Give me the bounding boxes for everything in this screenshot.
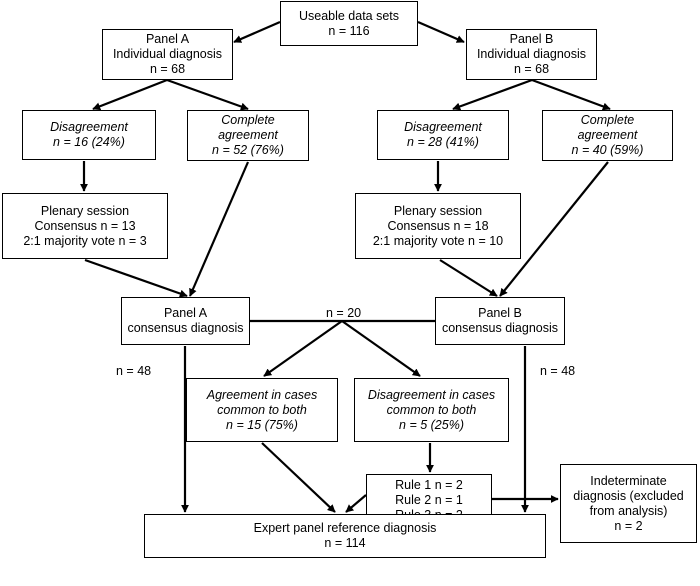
box-panel-b-consensus: Panel B consensus diagnosis [435, 297, 565, 345]
label-panel-b-direct: n = 48 [540, 364, 576, 378]
box-text-line: Panel A [145, 32, 190, 46]
box-text-line: Rule 2 n = 1 [395, 492, 463, 507]
box-text-line: Plenary session [393, 203, 483, 218]
box-text-line: n = 68 [149, 62, 186, 76]
label-common-cases: n = 20 [326, 306, 362, 320]
box-text-line: agreement [218, 128, 278, 142]
box-useable-data-sets: Useable data sets n = 116 [280, 1, 418, 46]
box-text-line: common to both [386, 402, 477, 417]
box-text-line: Agreement in cases [206, 387, 318, 402]
box-agreement-common: Agreement in cases common to both n = 15… [186, 378, 338, 442]
arrow-common-to-agree [263, 320, 343, 377]
arrow-b-agree-to-consensus [499, 161, 609, 297]
arrow-top-to-panel-a [233, 20, 281, 44]
box-text-line: Expert panel reference diagnosis [253, 521, 437, 535]
box-text-line: Rule 1 n = 2 [395, 477, 463, 492]
box-text-line: Panel A [163, 306, 208, 320]
box-panel-a-plenary-session: Plenary session Consensus n = 13 2:1 maj… [2, 193, 168, 259]
arrow-a-agree-to-consensus [188, 161, 250, 297]
box-panel-a-disagreement: Disagreement n = 16 (24%) [22, 110, 156, 160]
box-panel-b-plenary-session: Plenary session Consensus n = 18 2:1 maj… [355, 193, 521, 259]
box-panel-b-disagreement: Disagreement n = 28 (41%) [377, 110, 509, 160]
box-text-line: Plenary session [40, 203, 130, 218]
box-text-line: Indeterminate [590, 473, 667, 488]
box-text-line: Panel B [478, 306, 522, 320]
box-text-line: Individual diagnosis [476, 47, 587, 61]
box-expert-reference: Expert panel reference diagnosis n = 114 [144, 514, 546, 558]
arrow-b-plenary-to-consensus [439, 259, 498, 297]
box-text-line: n = 116 [328, 23, 370, 38]
box-text-line: from analysis) [589, 503, 668, 518]
arrow-panel-a-to-agree [166, 78, 249, 111]
box-text-line: n = 68 [513, 62, 550, 76]
box-text-line: agreement [577, 128, 638, 142]
arrow-panel-b-to-disagree [452, 78, 533, 111]
box-text-line: Panel B [509, 32, 554, 46]
box-text-line: common to both [217, 402, 307, 417]
box-text-line: 2:1 majority vote n = 10 [372, 233, 504, 248]
arrow-a-plenary-to-consensus [84, 258, 188, 298]
box-text-line: n = 2 [614, 518, 643, 533]
box-text-line: Complete [580, 113, 635, 127]
box-text-line: n = 15 (75%) [226, 417, 298, 432]
box-panel-a-consensus: Panel A consensus diagnosis [121, 297, 250, 345]
box-text-line: n = 28 (41%) [407, 135, 479, 149]
box-text-line: n = 52 (76%) [212, 143, 284, 157]
box-text-line: Disagreement [404, 120, 482, 134]
label-panel-a-direct: n = 48 [116, 364, 152, 378]
box-text-line: 2:1 majority vote n = 3 [23, 233, 147, 248]
box-panel-b-individual: Panel B Individual diagnosis n = 68 [466, 29, 597, 80]
box-panel-b-complete-agreement: Complete agreement n = 40 (59%) [542, 110, 673, 161]
box-panel-a-complete-agreement: Complete agreement n = 52 (76%) [187, 110, 309, 161]
box-text-line: Useable data sets [298, 8, 400, 23]
box-panel-a-individual: Panel A Individual diagnosis n = 68 [102, 29, 233, 80]
box-text-line: Consensus n = 13 [34, 218, 136, 233]
box-text-line: n = 114 [324, 536, 366, 550]
arrow-common-agree-to-reference [261, 442, 336, 513]
box-text-line: Individual diagnosis [112, 47, 223, 61]
box-text-line: Disagreement [50, 120, 128, 134]
arrow-panel-b-to-agree [531, 78, 611, 111]
arrow-panel-a-to-disagree [92, 78, 168, 111]
arrow-top-to-panel-b [417, 20, 465, 44]
box-indeterminate: Indeterminate diagnosis (excluded from a… [560, 464, 697, 543]
box-text-line: Complete [221, 113, 275, 127]
box-text-line: Consensus n = 18 [387, 218, 489, 233]
box-text-line: n = 16 (24%) [53, 135, 125, 149]
box-text-line: diagnosis (excluded [573, 488, 684, 503]
arrow-common-to-disagree [341, 320, 421, 377]
box-text-line: consensus diagnosis [127, 321, 244, 335]
box-text-line: n = 40 (59%) [571, 143, 644, 157]
box-disagreement-common: Disagreement in cases common to both n =… [354, 378, 509, 442]
box-text-line: Disagreement in cases [367, 387, 496, 402]
box-text-line: n = 5 (25%) [399, 417, 464, 432]
box-text-line: consensus diagnosis [441, 321, 559, 335]
arrow-rules-to-reference [345, 494, 367, 513]
